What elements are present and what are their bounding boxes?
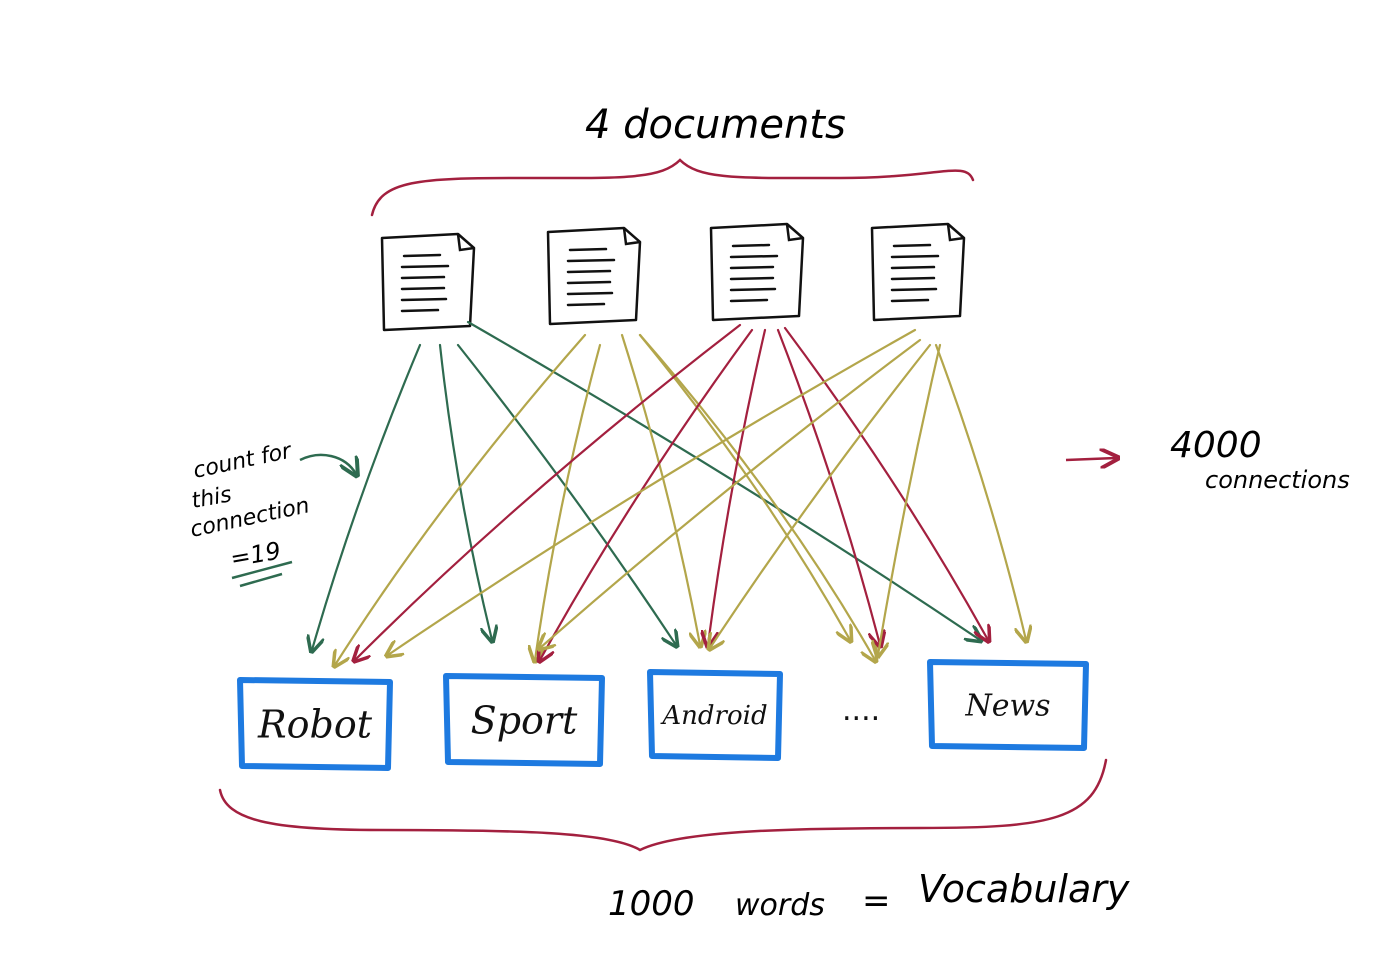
connection-arrow xyxy=(335,333,587,665)
connection-arrow xyxy=(438,343,492,640)
connection-arrow xyxy=(776,328,880,645)
top-brace xyxy=(370,158,975,217)
word-box-news: News xyxy=(927,659,1089,751)
connection-arrow xyxy=(708,328,767,645)
word-label: News xyxy=(964,689,1050,724)
bottom-brace xyxy=(218,758,1108,852)
ellipsis: .... xyxy=(842,693,880,728)
connection-arrow xyxy=(355,323,742,660)
document-icon xyxy=(709,222,805,322)
connection-arrow xyxy=(638,333,850,640)
word-label: Robot xyxy=(257,702,373,746)
connection-arrow xyxy=(388,328,917,655)
connection-arrow xyxy=(638,333,875,660)
word-box-robot: Robot xyxy=(237,677,393,771)
document-icon xyxy=(870,222,966,322)
note-arrow xyxy=(1065,458,1116,460)
annotation-line-1: count for xyxy=(191,438,295,484)
connection-arrow xyxy=(456,343,676,645)
bottom-count: 1000 xyxy=(608,884,695,924)
connection-arrow xyxy=(710,343,932,648)
bottom-term: Vocabulary xyxy=(918,867,1130,911)
word-box-sport: Sport xyxy=(443,673,605,767)
bottom-equals: = xyxy=(862,881,891,921)
connection-arrow xyxy=(535,343,602,660)
connection-arrow xyxy=(540,338,922,648)
connections xyxy=(312,320,1026,665)
connection-arrow xyxy=(620,333,700,645)
top-label: 4 documents xyxy=(585,102,846,148)
document-icon xyxy=(380,232,476,332)
annotation-pointer xyxy=(299,453,356,474)
connection-arrow xyxy=(312,343,422,650)
word-label: Sport xyxy=(471,698,578,742)
note-text: connections xyxy=(1205,466,1350,494)
word-label: Android xyxy=(660,701,767,731)
bottom-unit: words xyxy=(735,888,825,923)
note-number: 4000 xyxy=(1170,425,1262,466)
annotation-underline-1 xyxy=(231,560,293,580)
document-icon xyxy=(546,226,642,326)
word-box-android: Android xyxy=(647,669,783,761)
connection-arrow xyxy=(878,343,942,655)
annotation-underline-2 xyxy=(239,572,283,588)
annotation: count for this connection =19 xyxy=(188,438,356,588)
connection-arrow xyxy=(540,328,754,660)
connection-arrow xyxy=(783,326,988,640)
connection-arrow xyxy=(934,343,1026,640)
